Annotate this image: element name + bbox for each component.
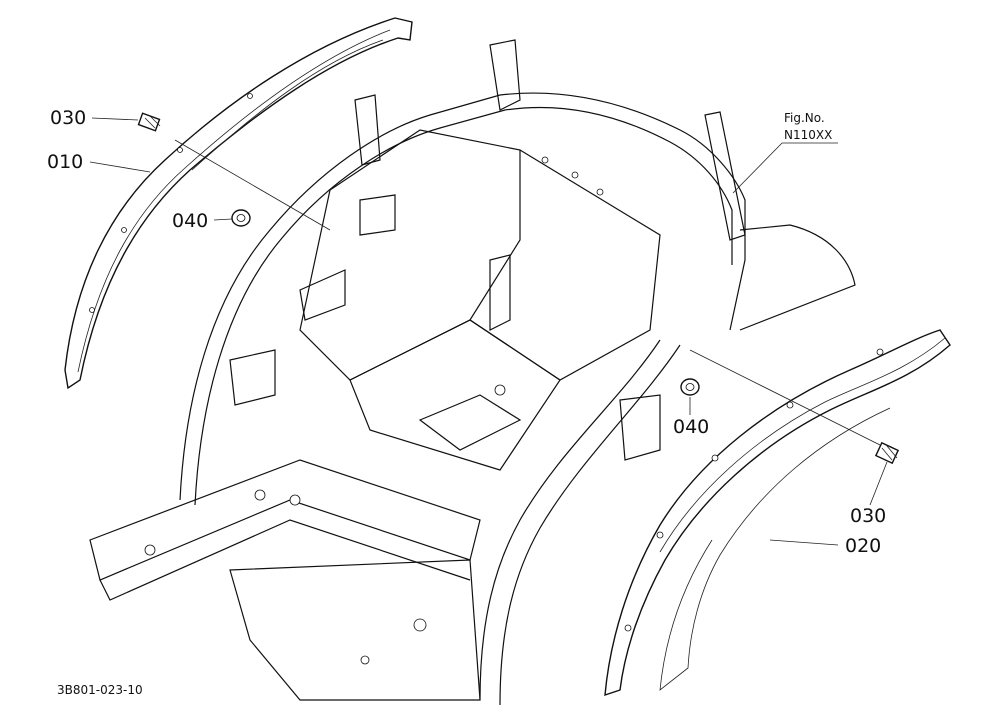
nut-040-right — [680, 378, 700, 396]
callout-030-upper: 030 — [50, 107, 86, 129]
cabin-frame — [89, 39, 856, 706]
callout-010: 010 — [47, 151, 83, 173]
fig-ref-line1: Fig.No. — [784, 111, 825, 125]
fig-ref-line2: N110XX — [784, 128, 832, 142]
callout-030-lower: 030 — [850, 505, 886, 527]
nut-040-left — [231, 209, 251, 227]
bolt-030-lower — [874, 441, 900, 465]
bolt-030-upper — [137, 112, 161, 132]
right-fender-part-020 — [604, 329, 951, 697]
callout-040-right: 040 — [673, 416, 709, 438]
callout-040-left: 040 — [172, 210, 208, 232]
leader-lines — [89, 117, 888, 546]
left-fender-part-010 — [64, 17, 413, 390]
drawing-code: 3B801-023-10 — [57, 683, 143, 697]
callout-020: 020 — [845, 535, 881, 557]
